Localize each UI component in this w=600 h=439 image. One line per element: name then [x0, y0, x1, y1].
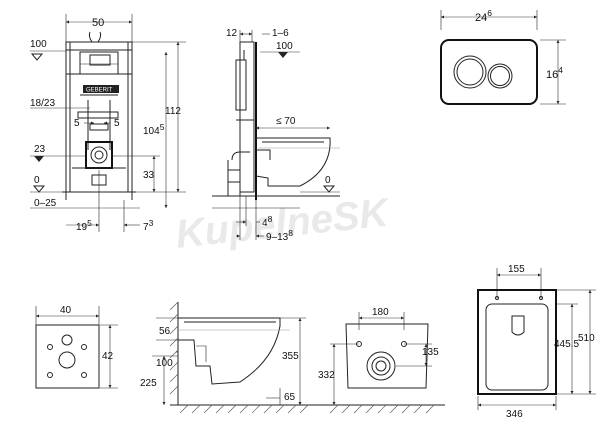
height-104-sup: 5 [160, 122, 165, 132]
svg-text:246: 246 [475, 8, 492, 24]
frame-width-label: 50 [92, 17, 104, 29]
bowl-top-510-label: 510 [578, 333, 595, 344]
svg-text:1045: 1045 [143, 122, 165, 137]
bottom-7-sup: 3 [149, 218, 154, 228]
height-112-label: 112 [165, 106, 181, 117]
side-top-100-label: 100 [276, 41, 293, 52]
bowl-side-225-label: 225 [140, 378, 157, 389]
bowl-top-346-label: 346 [506, 409, 523, 420]
opening-height-label: 42 [102, 351, 114, 362]
frame-side-view: 12 1–6 100 ≤ 70 0 [212, 28, 340, 243]
offset-right-label: 5 [114, 118, 120, 129]
svg-text:73: 73 [143, 218, 154, 233]
level-33-label: 33 [143, 170, 155, 181]
side-depth-9-13-sup: 8 [288, 228, 293, 238]
flush-plate [440, 39, 538, 105]
bottom-19-sup: 5 [87, 218, 92, 228]
flush-button-large [453, 55, 487, 89]
bowl-top-445-label: 445.5 [554, 339, 579, 350]
frame-height-top-label: 100 [30, 39, 47, 50]
level-0-25-label: 0–25 [34, 198, 57, 209]
opening-view: 40 42 [35, 305, 118, 389]
svg-text:GEBERIT: GEBERIT [86, 88, 113, 94]
bowl-outline [477, 289, 557, 395]
side-reach-70-label: ≤ 70 [276, 116, 296, 127]
bowl-side-view: 56 100 225 355 65 [140, 301, 318, 414]
side-depth-9-13-label: 9–13 [266, 232, 289, 243]
plate-height-label: 16 [546, 69, 558, 81]
bowl-side-56-label: 56 [159, 326, 171, 337]
side-depth-4-sup: 8 [268, 214, 273, 224]
bowl-side-355-label: 355 [282, 351, 299, 362]
bottom-19-label: 19 [76, 222, 88, 233]
level-23-label: 23 [34, 144, 46, 155]
bowl-top-view: 155 445.5 510 346 [477, 264, 596, 420]
frame-front-view: 50 GEBERIT 100 [30, 14, 186, 233]
plate-height-sup: 4 [558, 65, 563, 75]
side-top-12-label: 12 [226, 28, 238, 39]
plate-width-sup: 6 [487, 8, 492, 18]
bowl-back-332-label: 332 [318, 370, 335, 381]
bowl-top-155-label: 155 [508, 264, 525, 275]
offset-left-label: 5 [74, 118, 80, 129]
svg-text:164: 164 [546, 65, 563, 81]
bowl-back-135-label: 135 [422, 347, 439, 358]
bowl-side-100-label: 100 [156, 358, 173, 369]
svg-text:195: 195 [76, 218, 92, 233]
flush-range-label: 18/23 [30, 98, 55, 109]
side-top-1-6-label: 1–6 [272, 28, 289, 39]
svg-text:9–138: 9–138 [266, 228, 293, 243]
bowl-back-view: 180 135 332 [318, 307, 445, 414]
plate-width-label: 24 [475, 12, 487, 24]
flush-plate-view: 246 164 [440, 8, 566, 105]
side-depth-4-label: 4 [262, 218, 268, 229]
height-104-label: 104 [143, 126, 160, 137]
svg-text:48: 48 [262, 214, 273, 229]
bowl-side-65-label: 65 [284, 392, 296, 403]
watermark-text: KupelneSK [174, 190, 394, 256]
opening-width-label: 40 [60, 305, 72, 316]
level-0-label: 0 [34, 175, 40, 186]
bottom-7-label: 7 [143, 222, 149, 233]
flush-button-small [487, 63, 513, 89]
side-level-0-label: 0 [325, 175, 331, 186]
bowl-back-180-label: 180 [372, 307, 389, 318]
